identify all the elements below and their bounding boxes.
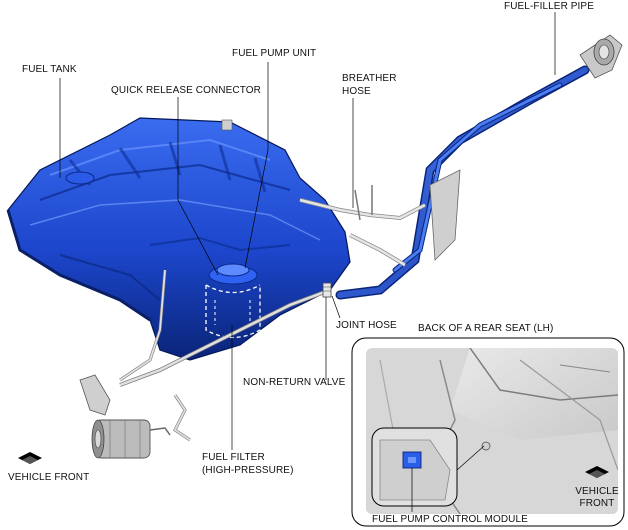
label-non-return-valve: NON-RETURN VALVE [243, 377, 346, 388]
label-breather-hose-1: BREATHER [342, 73, 397, 84]
rear-seat-inset [351, 337, 625, 527]
label-fuel-filter-2: (HIGH-PRESSURE) [202, 465, 294, 476]
vehicle-front-arrow-icon [585, 466, 609, 478]
fuel-line [119, 269, 331, 442]
label-fuel-filter-1: FUEL FILTER [202, 452, 265, 463]
vehicle-front-arrow-icon [18, 452, 42, 464]
label-fuel-tank: FUEL TANK [22, 64, 77, 75]
non-return-valve [322, 282, 332, 298]
label-vehicle-front-left: VEHICLE FRONT [8, 472, 90, 483]
fuel-pump-unit [205, 263, 261, 339]
label-vehicle-front-right-2: FRONT [579, 498, 615, 509]
label-fuel-pump-control-module: FUEL PUMP CONTROL MODULE [372, 514, 528, 525]
fuel-filler-pipe [335, 34, 623, 300]
fuel-filter [79, 374, 171, 459]
label-fuel-pump-unit: FUEL PUMP UNIT [232, 48, 317, 59]
label-back-of-rear-seat: BACK OF A REAR SEAT (LH) [418, 323, 554, 334]
label-joint-hose: JOINT HOSE [336, 320, 397, 331]
breather-hose [299, 185, 426, 267]
label-fuel-filler-pipe: FUEL-FILLER PIPE [504, 1, 594, 12]
fuel-tank [6, 117, 351, 361]
label-quick-release-connector: QUICK RELEASE CONNECTOR [111, 85, 261, 96]
fuel-pump-control-module-icon [402, 451, 422, 469]
label-breather-hose-2: HOSE [342, 86, 371, 97]
label-vehicle-front-right-1: VEHICLE [575, 486, 619, 497]
filler-cap-icon [579, 34, 623, 79]
